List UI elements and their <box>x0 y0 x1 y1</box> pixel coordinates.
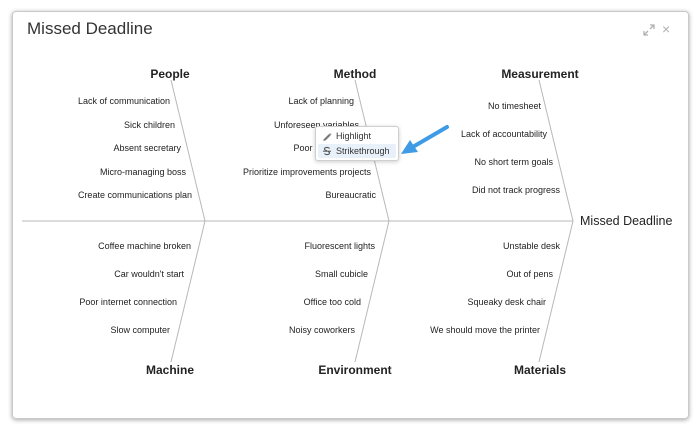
cause-people-5[interactable]: Create communications plan <box>77 190 192 200</box>
category-people: People <box>150 67 190 81</box>
cause-people-3[interactable]: Absent secretary <box>113 143 181 153</box>
cause-machine-2[interactable]: Car wouldn't start <box>114 269 184 279</box>
cause-method-2[interactable]: Unforeseen variables <box>273 120 359 130</box>
cause-method-5[interactable]: Bureaucratic <box>325 190 376 200</box>
menu-item-highlight-label: Highlight <box>336 131 372 141</box>
cause-environment-3[interactable]: Office too cold <box>303 297 361 307</box>
context-menu: Highlight Strikethrough <box>315 126 399 161</box>
bone-people <box>170 79 206 222</box>
category-materials: Materials <box>513 363 567 377</box>
bone-environment <box>354 220 390 363</box>
menu-item-highlight[interactable]: Highlight <box>318 129 396 143</box>
cause-measurement-2[interactable]: Lack of accountability <box>460 129 547 139</box>
diagram-window <box>12 11 689 419</box>
cause-materials-2[interactable]: Out of pens <box>506 269 553 279</box>
cause-method-4[interactable]: Prioritize improvements projects <box>242 167 371 177</box>
cause-measurement-1[interactable]: No timesheet <box>487 101 541 111</box>
cause-people-2[interactable]: Sick children <box>123 120 175 130</box>
expand-icon[interactable] <box>643 24 655 36</box>
cause-people-4[interactable]: Micro-managing boss <box>99 167 186 177</box>
effect-label: Missed Deadline <box>580 214 673 228</box>
menu-item-strikethrough-label: Strikethrough <box>336 146 390 156</box>
bone-materials <box>538 220 574 363</box>
cause-measurement-4[interactable]: Did not track progress <box>471 185 560 195</box>
cause-environment-4[interactable]: Noisy coworkers <box>288 325 355 335</box>
cause-machine-3[interactable]: Poor internet connection <box>79 297 177 307</box>
cause-method-1[interactable]: Lack of planning <box>288 96 354 106</box>
cause-measurement-3[interactable]: No short term goals <box>474 157 553 167</box>
window-title: Missed Deadline <box>27 19 153 38</box>
category-environment: Environment <box>318 363 392 377</box>
cause-people-1[interactable]: Lack of communication <box>77 96 170 106</box>
cause-environment-2[interactable]: Small cubicle <box>314 269 368 279</box>
cause-environment-1[interactable]: Fluorescent lights <box>304 241 375 251</box>
menu-item-strikethrough[interactable]: Strikethrough <box>318 144 396 158</box>
cause-materials-3[interactable]: Squeaky desk chair <box>467 297 546 307</box>
close-icon[interactable]: × <box>662 21 671 37</box>
cause-materials-1[interactable]: Unstable desk <box>502 241 560 251</box>
cause-method-3[interactable]: Poor p <box>293 143 320 153</box>
callout-arrow <box>401 125 449 154</box>
cause-machine-4[interactable]: Slow computer <box>110 325 170 335</box>
strikethrough-icon <box>323 146 331 156</box>
highlighter-icon <box>323 133 332 141</box>
category-measurement: Measurement <box>501 67 579 81</box>
category-machine: Machine <box>145 363 195 377</box>
bone-measurement <box>538 79 574 222</box>
category-method: Method <box>333 67 377 81</box>
cause-materials-4[interactable]: We should move the printer <box>430 325 540 335</box>
cause-machine-1[interactable]: Coffee machine broken <box>98 241 191 251</box>
bone-machine <box>170 220 206 363</box>
